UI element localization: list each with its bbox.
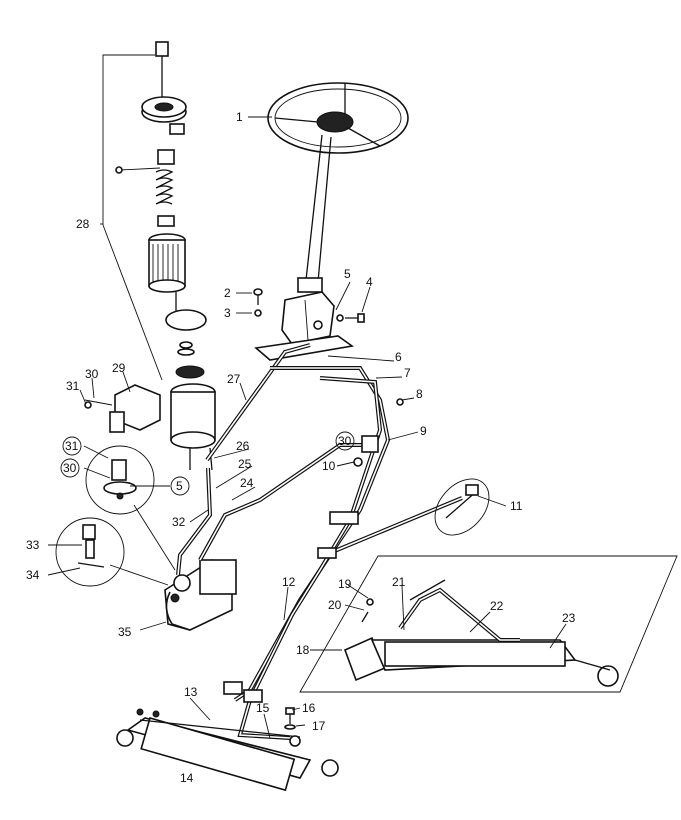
callout-33: 33 <box>26 538 40 552</box>
hydraulic-pump <box>164 558 237 631</box>
hydraulic-pipes <box>176 343 463 740</box>
detail-view-valve <box>55 517 169 587</box>
callout-29: 29 <box>112 361 126 375</box>
callout-31-left: 31 <box>65 439 79 453</box>
callout-7: 7 <box>404 366 411 380</box>
callout-16: 16 <box>302 701 316 715</box>
callout-5-detail: 5 <box>176 479 183 493</box>
callout-17: 17 <box>312 719 326 733</box>
callout-2: 2 <box>224 286 231 300</box>
leader-lines <box>47 116 567 739</box>
callout-26: 26 <box>236 439 250 453</box>
callout-9: 9 <box>420 424 427 438</box>
callout-30-top: 30 <box>85 367 99 381</box>
callout-10: 10 <box>322 459 336 473</box>
oil-reservoir <box>84 383 216 471</box>
callout-12: 12 <box>282 575 296 589</box>
callout-18: 18 <box>296 643 310 657</box>
callout-27: 27 <box>227 372 241 386</box>
callout-23: 23 <box>562 611 576 625</box>
callout-24: 24 <box>240 476 254 490</box>
steering-wheel <box>267 82 409 154</box>
callout-30-left: 30 <box>63 461 77 475</box>
inset-rear-cylinder <box>299 555 678 693</box>
callout-13: 13 <box>184 685 198 699</box>
callout-21: 21 <box>392 575 406 589</box>
callout-30-circle-left <box>60 458 80 478</box>
steering-control-unit <box>254 291 355 361</box>
detail-view-fitting <box>85 445 176 571</box>
steering-column <box>297 134 332 293</box>
callout-19: 19 <box>338 577 352 591</box>
callout-11: 11 <box>510 499 523 513</box>
callout-22: 22 <box>490 599 504 613</box>
bolt-16-17 <box>284 707 296 730</box>
callout-34: 34 <box>26 568 40 582</box>
callout-5: 5 <box>344 267 351 281</box>
callout-15: 15 <box>256 701 270 715</box>
callout-32: 32 <box>172 515 186 529</box>
callout-31-circle-left <box>62 436 82 456</box>
callout-labels: 1 2 3 4 5 6 7 8 9 10 11 12 13 14 15 16 1… <box>26 110 576 785</box>
callout-3: 3 <box>224 306 231 320</box>
callout-35: 35 <box>118 625 132 639</box>
callout-31-top: 31 <box>66 379 80 393</box>
hose-fitting-detail <box>434 478 490 536</box>
callout-30-circle-mid <box>335 431 355 451</box>
callout-5-circle <box>170 476 190 496</box>
callout-30-mid: 30 <box>338 434 352 448</box>
callout-14: 14 <box>180 771 194 785</box>
callout-6: 6 <box>395 350 402 364</box>
front-steering-cylinder <box>116 708 339 792</box>
fasteners <box>253 288 404 467</box>
callout-1: 1 <box>236 110 243 124</box>
filter-assembly <box>102 41 207 381</box>
callout-8: 8 <box>416 387 423 401</box>
callout-28: 28 <box>76 217 90 231</box>
callout-4: 4 <box>366 275 373 289</box>
callout-25: 25 <box>238 457 252 471</box>
callout-20: 20 <box>328 598 342 612</box>
